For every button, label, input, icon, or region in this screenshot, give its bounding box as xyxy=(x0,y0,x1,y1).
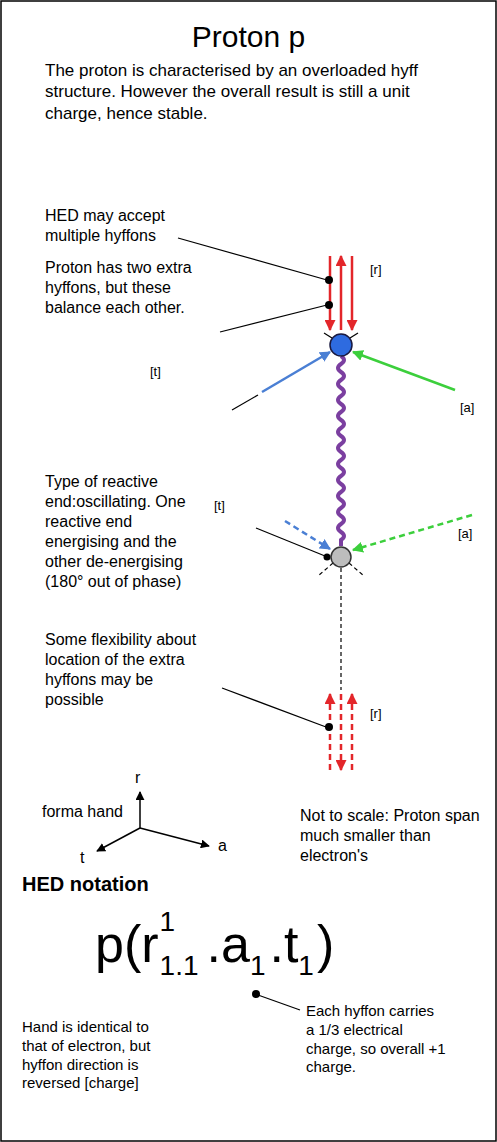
axis-label: t xyxy=(80,848,84,868)
annotation: Some flexibility about location of the e… xyxy=(45,630,210,710)
section-heading: HED notation xyxy=(22,872,149,897)
axis-label: r xyxy=(135,768,140,788)
axis-tag: [t] xyxy=(214,498,225,514)
hyffon-arrow xyxy=(340,256,343,330)
hyffon-arrow xyxy=(351,694,354,770)
axis-arrow xyxy=(139,792,141,828)
notation-subscript: 1 xyxy=(250,952,266,980)
description: The proton is characterised by an overlo… xyxy=(45,60,470,124)
t-hyffon-arrow xyxy=(262,352,330,392)
hyffon-arrow xyxy=(340,694,343,770)
leader-dot xyxy=(325,723,333,731)
hyffon-arrow xyxy=(351,256,354,330)
r-axis-line xyxy=(340,568,341,690)
annotation: Hand is identical to that of electron, b… xyxy=(22,1018,172,1093)
leader-line xyxy=(258,995,300,1010)
notation-main: .a xyxy=(207,918,250,970)
hand-arm xyxy=(349,563,364,576)
axis-caption: forma hand xyxy=(42,802,123,822)
leader-dot xyxy=(252,990,260,998)
axis-tag: [r] xyxy=(370,706,382,722)
leader-dot xyxy=(325,276,333,284)
notation-superscript: 1 xyxy=(160,908,176,936)
a-hyffon-arrow xyxy=(353,515,472,550)
notation-main: ) xyxy=(317,918,334,970)
leader-line xyxy=(256,528,325,556)
hyffon-arrow xyxy=(329,256,332,330)
hand-arm xyxy=(324,333,332,338)
reactive-end-energising xyxy=(330,334,352,356)
axis-arrow xyxy=(140,828,209,846)
hand-arm xyxy=(350,333,358,338)
notation-subscript: 1 xyxy=(298,952,314,980)
axis-extension xyxy=(232,395,258,410)
axis-tag: [t] xyxy=(150,364,161,380)
a-hyffon-arrow xyxy=(353,352,455,390)
notation-main: .t xyxy=(269,918,298,970)
leader-line xyxy=(220,305,327,332)
leader-line xyxy=(222,688,326,727)
axis-tag: [a] xyxy=(460,400,474,416)
oscillation-wave xyxy=(338,356,344,546)
leader-line xyxy=(178,238,327,280)
annotation: Type of reactive end:oscillating. One re… xyxy=(45,472,203,592)
annotation: Each hyffon carries a 1/3 electrical cha… xyxy=(306,1002,446,1077)
title: Proton p xyxy=(0,18,497,56)
axis-tag: [r] xyxy=(370,262,382,278)
hand-arm xyxy=(318,563,333,576)
annotation: Proton has two extra hyffons, but these … xyxy=(45,258,210,318)
reactive-end-de-energising xyxy=(331,547,351,567)
note: Not to scale: Proton span much smaller t… xyxy=(300,806,485,866)
notation-main: p(r xyxy=(95,918,159,970)
leader-dot xyxy=(325,301,333,309)
axis-tag: [a] xyxy=(458,526,472,542)
axis-label: a xyxy=(218,836,227,856)
hyffon-arrow xyxy=(329,694,332,770)
annotation: HED may accept multiple hyffons xyxy=(45,206,210,246)
notation-subscript: 1.1 xyxy=(160,952,199,980)
t-hyffon-arrow xyxy=(285,521,330,549)
leader-dot xyxy=(324,554,331,561)
axis-arrow xyxy=(97,828,140,851)
